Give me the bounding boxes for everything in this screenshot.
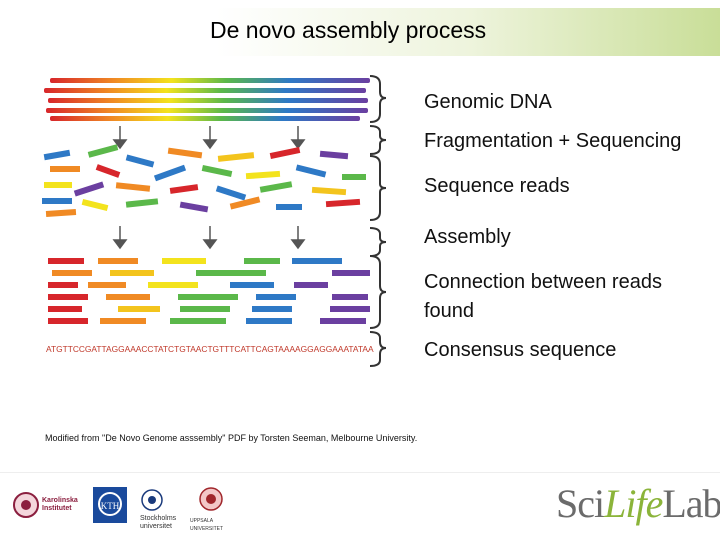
aligned-reads — [48, 258, 370, 324]
step-consensus: Consensus sequence — [424, 339, 617, 361]
genomic-dna-bars — [44, 78, 370, 121]
karolinska-logo-text: Karolinska Institutet — [42, 497, 78, 512]
scilifelab-logo: SciLifeLab — [556, 480, 720, 527]
stockholm-university-logo — [141, 489, 163, 511]
braces — [369, 75, 387, 367]
stockholm-university-text: Stockholms universitet — [140, 515, 177, 530]
page-title: De novo assembly process — [210, 17, 487, 43]
scilifelab-logo-life: Life — [604, 481, 663, 526]
title-bar — [0, 8, 720, 56]
step-genomic-dna: Genomic DNA — [424, 91, 552, 113]
sequence-read-fragments — [42, 144, 366, 218]
uppsala-university-text: UPPSALA UNIVERSITET — [190, 518, 224, 532]
consensus-sequence-text: ATGTTCCGATTAGGAAACCTATCTGTAACTGTTTCATTCA… — [46, 344, 374, 354]
scilifelab-logo-lab: Lab — [662, 481, 720, 526]
arrows-assembly — [112, 226, 306, 250]
karolinska-logo — [13, 492, 39, 518]
uppsala-university-logo — [199, 487, 223, 511]
kth-logo-text: KTH — [101, 501, 120, 511]
kth-logo: KTH — [93, 487, 127, 523]
step-connection: Connection between reads found — [424, 271, 662, 322]
step-assembly: Assembly — [424, 226, 511, 248]
step-fragmentation: Fragmentation + Sequencing — [424, 130, 682, 152]
step-sequence-reads: Sequence reads — [424, 175, 570, 197]
credit-text: Modified from "De Novo Genome asssembly"… — [45, 433, 418, 443]
arrows-fragmentation — [112, 126, 306, 150]
scilifelab-logo-sci: Sci — [556, 481, 605, 526]
assembly-diagram: ATGTTCCGATTAGGAAACCTATCTGTAACTGTTTCATTCA… — [42, 75, 387, 367]
